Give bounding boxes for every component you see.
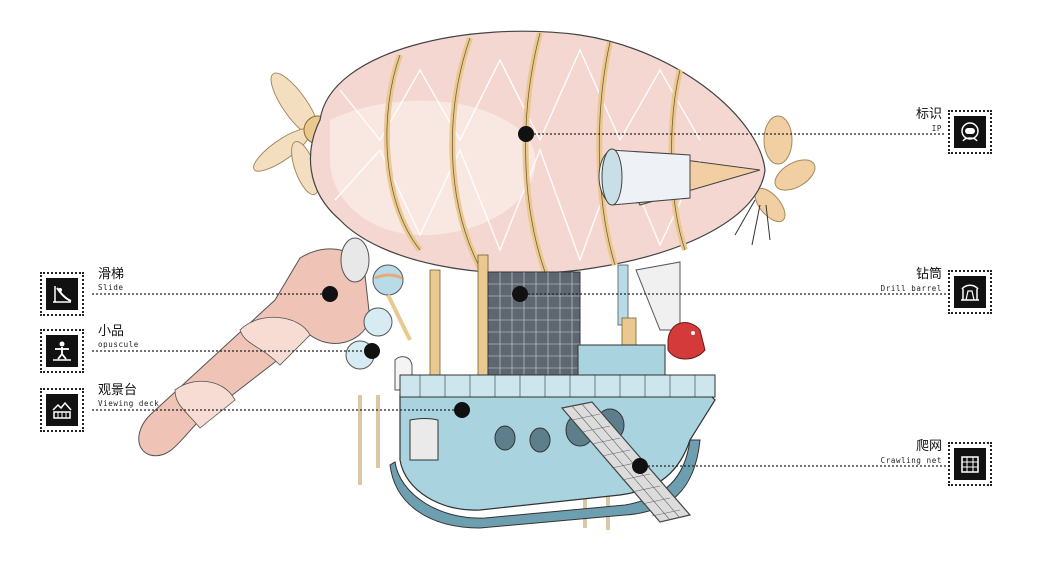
- callout-ip: 标识 IP: [860, 106, 1000, 158]
- callout-ip-icon-box: [948, 110, 992, 154]
- marker-opuscule: [364, 343, 380, 359]
- crawling-net-icon: [961, 456, 979, 473]
- drill-barrel: [487, 261, 681, 393]
- callout-crawling-net-cn: 爬网: [915, 439, 942, 454]
- callout-opuscule: 小品 opuscule: [40, 325, 180, 377]
- deck-posts: [429, 254, 637, 386]
- callout-slide-cn: 滑梯: [98, 267, 125, 282]
- viewing-deck-icon: [52, 401, 72, 419]
- callout-drill-barrel-en: Drill barrel: [880, 284, 942, 293]
- callout-viewing-deck-icon-box: [40, 388, 84, 432]
- callout-ip-cn: 标识: [915, 107, 942, 122]
- crawling-net: [560, 401, 692, 523]
- bird-figure: [667, 322, 706, 360]
- callout-crawling-net: 爬网 Crawling net: [860, 438, 1000, 490]
- callout-opuscule-en: opuscule: [98, 340, 139, 349]
- figure-icon: [53, 341, 71, 361]
- callout-slide-icon-box: [40, 272, 84, 316]
- callout-drill-barrel-icon-box: [948, 270, 992, 314]
- callout-slide: 滑梯 Slide: [40, 268, 180, 320]
- front-propeller: [734, 115, 816, 246]
- marker-drill-barrel: [512, 286, 528, 302]
- marker-viewing-deck: [454, 402, 470, 418]
- callout-ip-en: IP: [931, 124, 942, 133]
- callout-viewing-deck-cn: 观景台: [98, 383, 138, 398]
- callout-opuscule-icon-box: [40, 329, 84, 373]
- slide: [138, 237, 371, 457]
- astronaut-head-icon: [961, 122, 979, 142]
- balloon: [309, 30, 766, 275]
- marker-slide: [322, 286, 338, 302]
- callout-slide-en: Slide: [98, 283, 124, 292]
- slide-icon: [53, 286, 72, 303]
- callout-viewing-deck: 观景台 Viewing deck: [40, 384, 180, 436]
- callout-opuscule-cn: 小品: [98, 324, 125, 339]
- callout-viewing-deck-en: Viewing deck: [98, 399, 160, 408]
- marker-ip: [518, 126, 534, 142]
- callout-crawling-net-en: Crawling net: [880, 456, 942, 465]
- callout-drill-barrel: 钻筒 Drill barrel: [860, 266, 1000, 318]
- drill-barrel-icon: [961, 284, 979, 301]
- callout-drill-barrel-cn: 钻筒: [915, 267, 942, 282]
- marker-crawling-net: [632, 458, 648, 474]
- callout-crawling-net-icon-box: [948, 442, 992, 486]
